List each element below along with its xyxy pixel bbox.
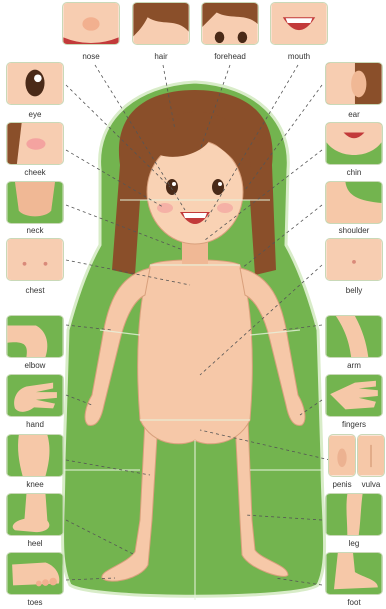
- tile-eye[interactable]: [6, 62, 64, 105]
- left-eye: [166, 179, 178, 195]
- tile-arm[interactable]: [325, 315, 383, 358]
- tile-toes[interactable]: [6, 552, 64, 595]
- label-arm: arm: [318, 361, 386, 371]
- tile-elbow[interactable]: [6, 315, 64, 358]
- label-knee: knee: [0, 480, 71, 490]
- label-neck: neck: [0, 226, 71, 236]
- tile-foot[interactable]: [325, 552, 383, 595]
- label-leg: leg: [318, 539, 386, 549]
- label-eye: eye: [0, 110, 71, 120]
- label-hand: hand: [0, 420, 71, 430]
- label-chin: chin: [318, 168, 386, 178]
- label-chest: chest: [0, 286, 71, 296]
- tile-hair[interactable]: [132, 2, 190, 45]
- label-heel: heel: [0, 539, 71, 549]
- tile-forehead[interactable]: [201, 2, 259, 45]
- label-hair: hair: [125, 52, 197, 62]
- tile-mouth[interactable]: [270, 2, 328, 45]
- tile-fingers[interactable]: [325, 374, 383, 417]
- tile-nose[interactable]: [62, 2, 120, 45]
- label-fingers: fingers: [318, 420, 386, 430]
- label-belly: belly: [318, 286, 386, 296]
- label-ear: ear: [318, 110, 386, 120]
- tile-vulva[interactable]: [357, 434, 385, 477]
- tile-cheek[interactable]: [6, 122, 64, 165]
- right-eye: [212, 179, 224, 195]
- label-toes: toes: [0, 598, 71, 608]
- label-foot: foot: [318, 598, 386, 608]
- tile-heel[interactable]: [6, 493, 64, 536]
- right-cheek-blush: [217, 203, 233, 213]
- label-vulva: vulva: [350, 480, 386, 490]
- label-forehead: forehead: [194, 52, 266, 62]
- tile-neck[interactable]: [6, 181, 64, 224]
- tile-hand[interactable]: [6, 374, 64, 417]
- label-shoulder: shoulder: [318, 226, 386, 236]
- tile-ear[interactable]: [325, 62, 383, 105]
- tile-leg[interactable]: [325, 493, 383, 536]
- tile-belly[interactable]: [325, 238, 383, 281]
- tile-penis[interactable]: [328, 434, 356, 477]
- label-nose: nose: [55, 52, 127, 62]
- tile-chest[interactable]: [6, 238, 64, 281]
- label-elbow: elbow: [0, 361, 71, 371]
- label-mouth: mouth: [263, 52, 335, 62]
- face: [147, 140, 243, 244]
- tile-chin[interactable]: [325, 122, 383, 165]
- label-cheek: cheek: [0, 168, 71, 178]
- tile-shoulder[interactable]: [325, 181, 383, 224]
- torso: [138, 260, 253, 444]
- tile-knee[interactable]: [6, 434, 64, 477]
